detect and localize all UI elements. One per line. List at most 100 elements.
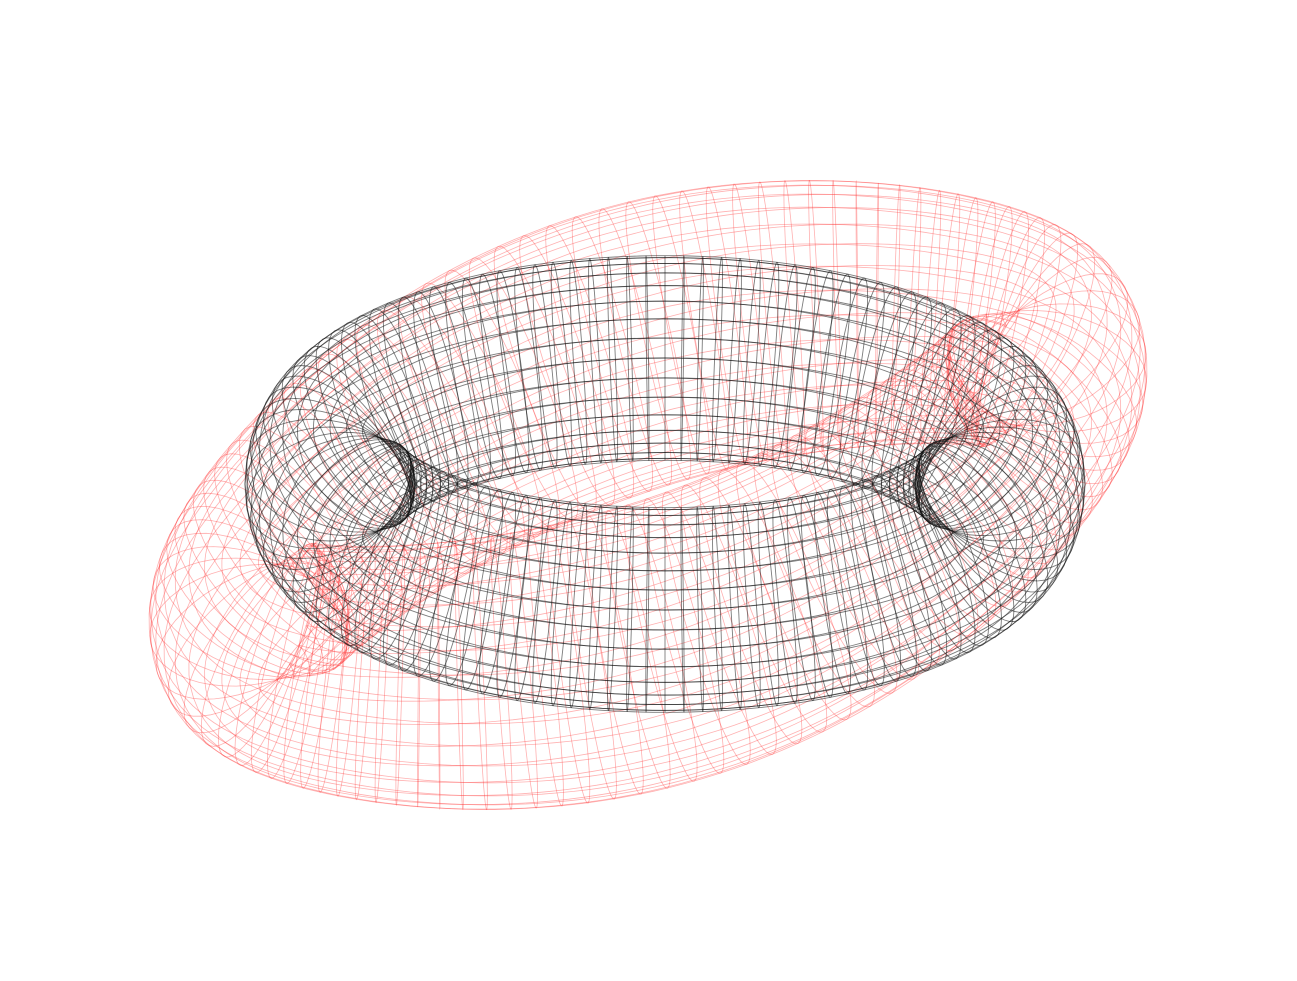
black-torus-longitude [246, 285, 1084, 705]
red-torus-meridian [970, 211, 1029, 447]
red-torus-meridian [642, 498, 725, 774]
black-torus-wireframe [244, 255, 1086, 713]
red-torus-longitude [174, 184, 1122, 725]
black-torus-longitude [397, 396, 933, 509]
red-torus-meridian [376, 310, 508, 556]
red-torus-meridian [148, 557, 350, 681]
black-torus-longitude [389, 377, 941, 511]
black-torus-longitude [297, 377, 1033, 696]
red-torus-longitude [188, 194, 1108, 701]
black-torus-longitude [408, 429, 922, 516]
red-torus-meridian [946, 319, 1122, 485]
red-torus-meridian [717, 469, 828, 733]
red-torus-longitude [150, 184, 1146, 784]
red-torus-meridian [395, 544, 406, 806]
black-torus-longitude [376, 357, 954, 516]
black-torus-longitude [244, 272, 1086, 696]
red-torus-meridian [783, 180, 806, 455]
red-torus-longitude [163, 243, 1133, 810]
red-torus-longitude [298, 313, 998, 581]
red-torus-meridian [753, 452, 875, 708]
red-torus-meridian [946, 309, 1148, 433]
red-torus-meridian [234, 542, 319, 766]
red-torus-longitude [310, 383, 986, 671]
red-torus-meridian [283, 544, 332, 784]
red-torus-meridian [335, 545, 363, 797]
black-torus-longitude [346, 318, 984, 538]
black-torus-longitude [362, 442, 968, 631]
red-torus-meridian [317, 545, 351, 793]
red-torus-longitude [239, 362, 1057, 747]
black-torus-longitude [346, 430, 984, 650]
red-torus-meridian [250, 543, 321, 773]
black-torus-longitude [397, 459, 933, 572]
red-torus-longitude [288, 312, 1008, 571]
black-torus-longitude [376, 452, 954, 611]
red-torus-meridian [299, 368, 445, 594]
red-torus-meridian [354, 545, 376, 801]
black-torus-longitude [297, 272, 1033, 591]
black-torus-meridian [428, 482, 480, 682]
black-torus-longitude [258, 318, 1072, 713]
red-torus-meridian [788, 434, 920, 680]
black-torus-longitude [405, 457, 925, 554]
red-torus-longitude [276, 403, 1020, 702]
red-torus-meridian [938, 329, 1104, 511]
red-torus-meridian [661, 491, 751, 765]
red-torus-meridian [183, 550, 331, 734]
red-torus-meridian [946, 303, 1147, 427]
red-torus-meridian [804, 425, 941, 666]
red-torus-meridian [903, 360, 1058, 565]
red-torus-meridian [920, 189, 942, 445]
red-torus-meridian [167, 556, 339, 717]
red-torus-longitude [150, 206, 1146, 806]
red-torus-meridian [808, 180, 824, 452]
black-torus-longitude [282, 262, 1048, 611]
red-torus-meridian [238, 425, 393, 630]
red-torus-meridian [214, 453, 373, 647]
red-torus-longitude [298, 409, 998, 677]
red-torus-longitude [204, 207, 1092, 676]
red-torus-meridian [855, 179, 859, 449]
red-torus-longitude [188, 289, 1108, 796]
red-torus-meridian [454, 540, 464, 810]
red-torus-longitude [163, 180, 1133, 747]
red-torus-longitude [316, 356, 980, 656]
red-torus-longitude [310, 319, 986, 607]
black-torus-meridian [839, 485, 885, 687]
black-torus-longitude [251, 257, 1079, 668]
red-torus-longitude [276, 288, 1020, 587]
red-torus-meridian [892, 368, 1044, 579]
red-torus-longitude [221, 339, 1075, 767]
red-torus-meridian [493, 245, 597, 513]
black-torus-longitude [362, 337, 968, 526]
red-torus-meridian [149, 563, 350, 687]
red-torus-meridian [282, 382, 431, 603]
red-torus-meridian [623, 504, 698, 782]
red-torus-meridian [821, 415, 960, 652]
red-torus-meridian [300, 544, 341, 789]
black-torus-longitude [282, 357, 1048, 706]
red-torus-meridian [625, 201, 692, 480]
red-torus-meridian [976, 232, 1079, 447]
black-torus-longitude [312, 396, 1018, 683]
red-torus-meridian [571, 216, 654, 492]
red-deformed-torus-wireframe [148, 179, 1148, 811]
red-torus-longitude [174, 265, 1122, 806]
red-torus-meridian [947, 312, 1144, 444]
red-torus-longitude [305, 315, 991, 594]
red-torus-meridian [879, 378, 1029, 593]
red-torus-meridian [192, 479, 358, 661]
red-torus-meridian [933, 193, 961, 445]
red-torus-meridian [519, 235, 616, 506]
red-torus-meridian [547, 524, 591, 804]
black-torus-longitude [269, 337, 1061, 711]
red-torus-meridian [758, 181, 787, 458]
red-torus-longitude [258, 265, 1038, 606]
red-torus-meridian [945, 197, 979, 445]
red-torus-meridian [732, 183, 768, 462]
black-torus-longitude [312, 285, 1018, 572]
red-torus-meridian [923, 343, 1082, 537]
